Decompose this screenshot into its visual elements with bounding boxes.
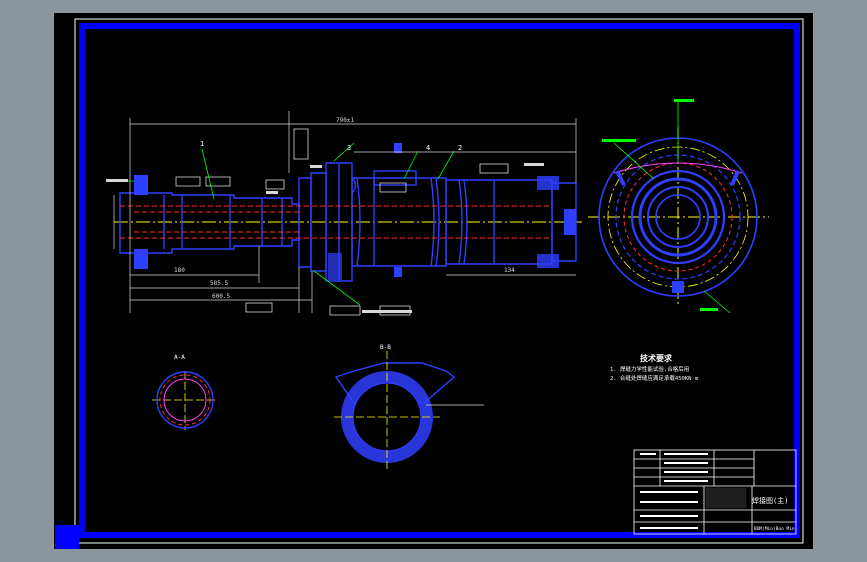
- left-clamp-bottom: [134, 249, 148, 269]
- shaft-main-view: [106, 111, 582, 316]
- section-a-view: [152, 371, 218, 430]
- dim-585-a: 585.5: [210, 280, 228, 287]
- part-label-4: 4: [426, 144, 430, 152]
- end-cap-bottom: [537, 254, 559, 268]
- title-block: [633, 449, 797, 535]
- part-label-2: 2: [458, 144, 462, 152]
- key-bottom: [394, 267, 402, 277]
- flange-hatch: [328, 253, 342, 280]
- section-b-label: B-B: [380, 344, 391, 351]
- title-block-text-bars: [640, 453, 708, 529]
- tech-req-item-1: 1. 焊缝力学性能试验,合格后用: [610, 365, 689, 373]
- dim-600: 600.5: [212, 293, 230, 300]
- part-label-1: 1: [200, 140, 204, 148]
- part-label-3: 3: [347, 144, 351, 152]
- title-block-footer: BOM(Min)Boo Min: [754, 526, 795, 532]
- key-top: [394, 143, 402, 153]
- tech-req-title: 技术要求: [640, 353, 673, 363]
- end-view: [588, 99, 769, 314]
- trim-line: [74, 18, 804, 544]
- end-plug: [564, 209, 576, 235]
- outer-frame: [79, 23, 800, 538]
- dim-134: 134: [504, 267, 515, 274]
- dim-overall: 790±1: [336, 117, 354, 124]
- origin-marker: [55, 525, 79, 549]
- keyway: [373, 170, 417, 186]
- left-clamp-top: [134, 175, 148, 195]
- end-cap-top: [537, 176, 559, 190]
- dim-180: 180: [174, 267, 185, 274]
- section-b-view: [334, 351, 484, 471]
- tech-req-item-2: 2. 合缝处焊缝应满足承载450KN·m: [610, 374, 699, 382]
- title-block-name: 焊接图(主): [752, 496, 788, 505]
- section-a-label: A-A: [174, 354, 185, 361]
- cad-drawing: 1 3 4 2 790±1 180 585.5 600.5 134 A-A B-…: [55, 18, 804, 549]
- drawing-sheet: 1 3 4 2 790±1 180 585.5 600.5 134 A-A B-…: [54, 13, 813, 549]
